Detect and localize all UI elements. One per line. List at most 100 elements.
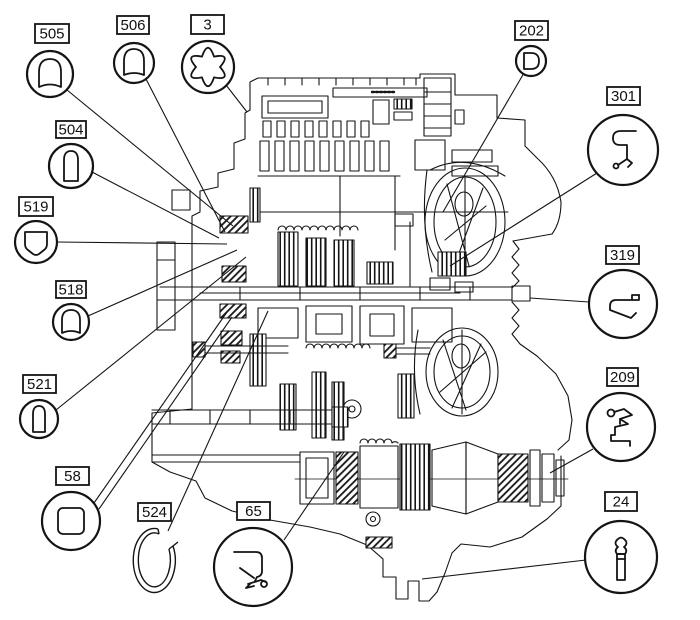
leader-line-505 xyxy=(66,89,234,227)
valve-body-detail xyxy=(257,77,509,287)
callout-box-3 xyxy=(190,14,225,35)
callout-524: 524 xyxy=(132,502,179,594)
callout-label-524: 524 xyxy=(142,504,167,521)
callout-506: 506 xyxy=(112,15,156,85)
shield-plug-icon xyxy=(24,231,48,256)
callout-circle-65 xyxy=(212,526,294,608)
callout-circle-505 xyxy=(25,49,75,99)
callout-box-24 xyxy=(604,491,638,512)
leader-line-518 xyxy=(87,249,238,317)
callout-504: 504 xyxy=(47,120,95,190)
callout-label-518: 518 xyxy=(58,282,83,299)
callout-519: 519 xyxy=(13,196,59,265)
wire-clip-icon xyxy=(606,408,633,447)
small-plug-icon xyxy=(32,405,46,433)
callout-label-504: 504 xyxy=(58,122,83,139)
callout-label-301: 301 xyxy=(611,88,636,105)
callout-24: 24 xyxy=(583,491,659,595)
callout-521: 521 xyxy=(18,374,60,440)
callout-box-524 xyxy=(137,502,172,522)
retaining-clip-icon xyxy=(612,130,637,170)
spring-clip-icon xyxy=(233,551,268,589)
callout-box-65 xyxy=(236,501,271,521)
callout-circle-24 xyxy=(583,519,659,595)
callouts: 505 506 3 504 519 518 521 58 524 65 202 301 319 209 24 xyxy=(13,14,660,608)
callout-box-58 xyxy=(55,466,90,486)
callout-circle-319 xyxy=(587,268,659,340)
callout-box-521 xyxy=(22,374,57,394)
case-outline xyxy=(151,73,573,602)
callout-box-301 xyxy=(606,86,641,106)
leader-line-202 xyxy=(442,72,525,213)
snap-ring-icon xyxy=(132,527,179,594)
leader-line-301 xyxy=(449,172,598,267)
callout-202: 202 xyxy=(514,20,549,78)
callout-label-506: 506 xyxy=(120,17,145,34)
callout-circle-58 xyxy=(40,490,102,552)
cup-plug-icon xyxy=(123,48,145,76)
callout-box-518 xyxy=(55,280,87,299)
callout-label-65: 65 xyxy=(245,503,262,520)
callout-65: 65 xyxy=(212,501,294,608)
leader-line-519 xyxy=(56,241,228,245)
leader-line-506 xyxy=(145,78,226,233)
callout-label-521: 521 xyxy=(27,376,52,393)
callout-label-202: 202 xyxy=(519,23,544,40)
output-shaft xyxy=(294,438,569,549)
callout-label-319: 319 xyxy=(610,247,635,264)
dowel-pin-icon xyxy=(614,536,628,581)
callout-box-519 xyxy=(18,196,54,217)
callout-circle-521 xyxy=(18,398,60,440)
callout-319: 319 xyxy=(587,245,659,340)
callout-label-58: 58 xyxy=(64,468,81,485)
callout-box-319 xyxy=(605,245,640,265)
callout-label-209: 209 xyxy=(610,369,635,386)
callout-circle-209 xyxy=(585,391,657,463)
callout-label-24: 24 xyxy=(613,494,630,511)
callout-518: 518 xyxy=(51,280,91,342)
leader-line-521 xyxy=(55,256,247,411)
callout-505: 505 xyxy=(25,23,75,99)
square-ring-icon xyxy=(57,507,85,535)
cup-plug-wide-icon xyxy=(38,58,62,88)
gear-train-lower xyxy=(249,305,453,441)
leader-line-3 xyxy=(225,84,248,113)
seal-bores xyxy=(219,215,249,364)
leader-line-24 xyxy=(421,559,587,580)
callout-3: 3 xyxy=(180,14,236,95)
callout-box-209 xyxy=(606,367,639,387)
transmission-cross-section-drawing xyxy=(151,73,573,602)
callout-label-505: 505 xyxy=(39,26,64,43)
callout-box-506 xyxy=(116,15,150,35)
leader-lines xyxy=(55,72,598,580)
leader-line-524 xyxy=(167,310,269,532)
callout-circle-3 xyxy=(180,39,236,95)
clutch-drums-upper xyxy=(249,187,467,287)
star-gear-icon xyxy=(190,46,226,88)
callout-58: 58 xyxy=(40,466,102,552)
leader-line-65 xyxy=(283,451,345,541)
callout-box-202 xyxy=(514,20,549,41)
leader-line-58-1 xyxy=(93,311,228,504)
callout-circle-202 xyxy=(514,44,548,78)
case-lower-left-detail xyxy=(151,189,349,463)
tall-plug-icon xyxy=(63,150,79,182)
callout-label-3: 3 xyxy=(203,17,211,34)
leader-line-209 xyxy=(549,448,594,474)
callout-label-519: 519 xyxy=(23,199,48,216)
callout-301: 301 xyxy=(586,86,660,187)
callout-box-505 xyxy=(34,23,70,44)
callout-circle-519 xyxy=(13,219,59,265)
differential xyxy=(383,327,499,417)
leader-line-58-2 xyxy=(98,316,233,510)
dome-plug-icon xyxy=(61,309,81,334)
callout-circle-301 xyxy=(586,113,660,187)
main-shaft xyxy=(159,285,531,302)
callout-209: 209 xyxy=(585,367,657,463)
callout-circle-504 xyxy=(47,142,95,190)
leader-line-319 xyxy=(529,297,590,303)
leader-line-504 xyxy=(91,171,220,239)
d-ring-icon xyxy=(523,52,540,70)
